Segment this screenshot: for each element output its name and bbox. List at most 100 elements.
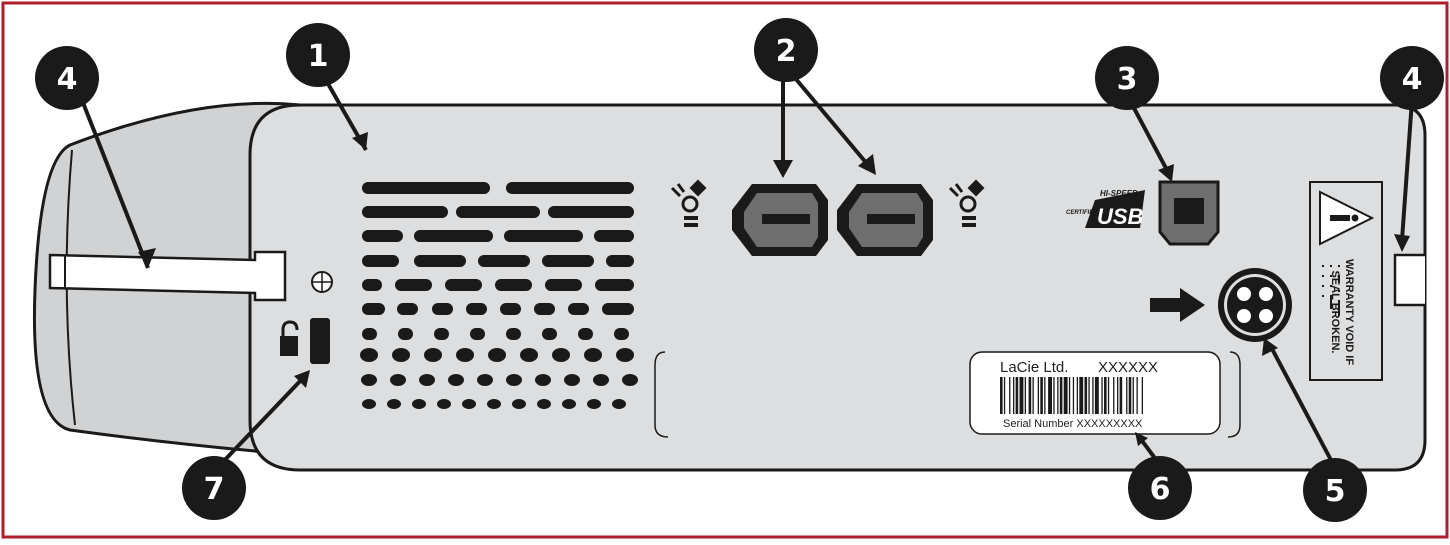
arrow-right-icon (1150, 288, 1205, 322)
barcode-bar (1079, 377, 1084, 414)
usb-logo-top-text: HI-SPEED (1100, 189, 1138, 198)
vent-slot (542, 255, 594, 267)
vent-slot (362, 328, 377, 340)
vent-slot (568, 303, 589, 315)
firewire-icon (948, 179, 985, 227)
vent-slot (506, 328, 521, 340)
barcode-bar (1057, 377, 1059, 414)
vent-dot (392, 348, 410, 362)
warranty-line-1: WARRANTY VOID IF (1343, 259, 1355, 365)
vent-slot (432, 303, 453, 315)
vent-slot (414, 255, 466, 267)
barcode-bar (1000, 377, 1003, 414)
serial-brand: LaCie Ltd. (1000, 359, 1068, 376)
vent-dot (564, 374, 580, 386)
callout-7-number: 7 (204, 472, 225, 507)
vent-slot (362, 279, 382, 291)
vent-dot (424, 348, 442, 362)
vent-slot (397, 303, 418, 315)
barcode-bar (1048, 377, 1052, 414)
vent-dot (616, 348, 634, 362)
callout-6-number: 6 (1150, 472, 1171, 507)
vent-dot (448, 374, 464, 386)
cable-slot-left (48, 250, 287, 302)
vent-slot (504, 230, 583, 242)
vent-slot (548, 206, 634, 218)
vent-dot (537, 399, 551, 409)
security-lock-slot (280, 271, 333, 364)
label-bracket-left (654, 351, 669, 438)
barcode-bar (1028, 377, 1032, 414)
callout-2-number: 2 (776, 34, 797, 69)
vent-dot (387, 399, 401, 409)
label-bracket-right (1227, 351, 1241, 438)
vent-dot (488, 348, 506, 362)
vent-dot (506, 374, 522, 386)
vent-dot (456, 348, 474, 362)
barcode-bar (1044, 377, 1046, 414)
vent-dot (512, 399, 526, 409)
callout-4-left-number: 4 (57, 62, 78, 97)
ventilation-grille (360, 182, 638, 409)
barcode-bar (1092, 377, 1094, 414)
vent-slot (395, 279, 432, 291)
barcode-bar (1141, 377, 1143, 414)
vent-slot (470, 328, 485, 340)
vent-slot (456, 206, 540, 218)
barcode-bar (1009, 377, 1011, 414)
callout-4-right: 4 (1380, 46, 1444, 110)
vent-dot (360, 348, 378, 362)
callout-5-number: 5 (1325, 474, 1346, 509)
vent-dot (462, 399, 476, 409)
vent-dot (419, 374, 435, 386)
vent-slot (578, 328, 593, 340)
callout-7: 7 (182, 456, 246, 520)
callout-4-right-number: 4 (1402, 62, 1423, 97)
vent-dot (612, 399, 626, 409)
callout-4-left: 4 (35, 46, 99, 110)
barcode-bar (1019, 377, 1024, 414)
vent-slot (594, 230, 634, 242)
usb-port (1158, 180, 1220, 246)
vent-dot (362, 399, 376, 409)
callout-2: 2 (754, 18, 818, 82)
warranty-seal: WARRANTY VOID IF SEAL BROKEN. (1309, 181, 1383, 381)
usb-logo: HI-SPEED CERTIFIED USB (1066, 189, 1145, 229)
vent-slot (606, 255, 634, 267)
callout-3: 3 (1095, 46, 1159, 110)
usb-logo-side-text: CERTIFIED (1066, 210, 1098, 216)
barcode (1000, 377, 1143, 414)
vent-slot (398, 328, 413, 340)
vent-dot (520, 348, 538, 362)
vent-slot (542, 328, 557, 340)
cable-slot-right (1393, 253, 1425, 307)
vent-dot (390, 374, 406, 386)
vent-slot (534, 303, 555, 315)
vent-slot (495, 279, 532, 291)
vent-slot (362, 182, 490, 194)
barcode-bar (1113, 377, 1115, 414)
barcode-bar (1107, 377, 1110, 414)
usb-logo-main-text: USB (1097, 204, 1144, 229)
vent-dot (437, 399, 451, 409)
vent-dot (535, 374, 551, 386)
barcode-bar (1088, 377, 1090, 414)
callout-1: 1 (286, 23, 350, 87)
barcode-bar (1128, 377, 1132, 414)
serial-number-label: LaCie Ltd. XXXXXX Serial Number XXXXXXXX… (969, 351, 1221, 435)
barcode-bar (1037, 377, 1039, 414)
vent-dot (593, 374, 609, 386)
vent-slot (545, 279, 582, 291)
firewire-icon (670, 179, 707, 227)
callout-3-number: 3 (1117, 62, 1138, 97)
serial-model: XXXXXX (1098, 359, 1158, 376)
vent-dot (552, 348, 570, 362)
vent-dot (584, 348, 602, 362)
vent-slot (362, 255, 399, 267)
vent-dot (622, 374, 638, 386)
serial-number-text: Serial Number XXXXXXXXX (1003, 418, 1143, 430)
barcode-bar (1053, 377, 1055, 414)
vent-dot (487, 399, 501, 409)
barcode-bar (1132, 377, 1134, 414)
vent-dot (587, 399, 601, 409)
